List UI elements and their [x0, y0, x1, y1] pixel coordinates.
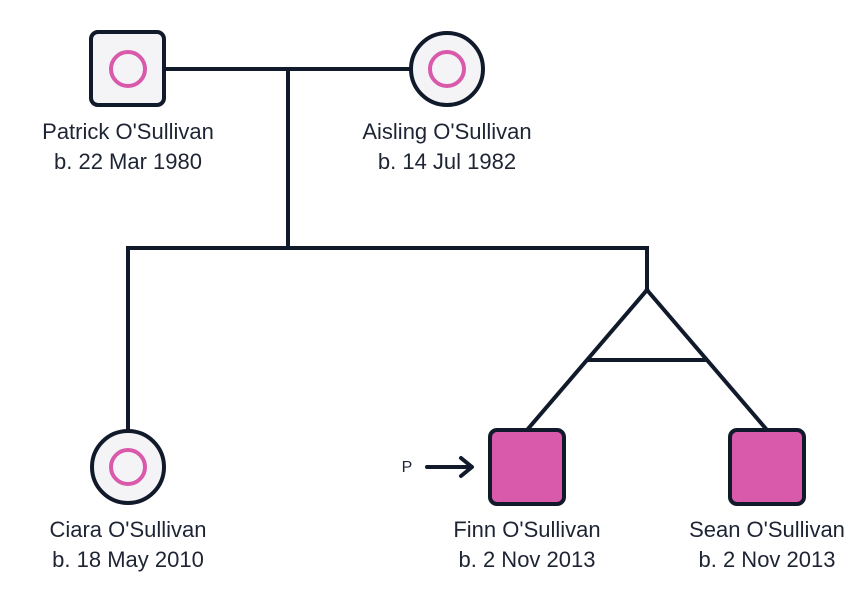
carrier-dot-icon [109, 448, 147, 486]
individual-aisling[interactable]: Aisling O'Sullivan b. 14 Jul 1982 [362, 31, 532, 174]
individual-patrick[interactable]: Patrick O'Sullivan b. 22 Mar 1980 [42, 30, 214, 174]
proband-arrow-icon [459, 456, 474, 478]
male-square-symbol [89, 30, 166, 107]
individual-ciara[interactable]: Ciara O'Sullivan b. 18 May 2010 [49, 429, 207, 572]
proband-label: P [402, 459, 413, 476]
carrier-dot-icon [428, 50, 466, 88]
individual-name: Ciara O'Sullivan [49, 517, 206, 542]
pedigree-lines [126, 67, 770, 434]
carrier-dot-icon [109, 50, 147, 88]
individual-dob: b. 2 Nov 2013 [699, 547, 836, 572]
female-circle-symbol [409, 31, 485, 107]
individual-sean[interactable]: Sean O'Sullivan b. 2 Nov 2013 [689, 428, 845, 572]
individual-finn[interactable]: Finn O'Sullivan b. 2 Nov 2013 [453, 428, 601, 572]
individual-dob: b. 14 Jul 1982 [378, 149, 516, 174]
individual-name: Patrick O'Sullivan [42, 119, 214, 144]
individual-dob: b. 18 May 2010 [52, 547, 204, 572]
individual-dob: b. 22 Mar 1980 [54, 149, 202, 174]
individual-name: Finn O'Sullivan [453, 517, 600, 542]
female-circle-symbol [90, 429, 166, 505]
individual-name: Aisling O'Sullivan [362, 119, 531, 144]
proband-marker: P [402, 456, 474, 478]
male-square-symbol-affected [728, 428, 806, 506]
individual-name: Sean O'Sullivan [689, 517, 845, 542]
individual-dob: b. 2 Nov 2013 [459, 547, 596, 572]
male-square-symbol-affected [488, 428, 566, 506]
